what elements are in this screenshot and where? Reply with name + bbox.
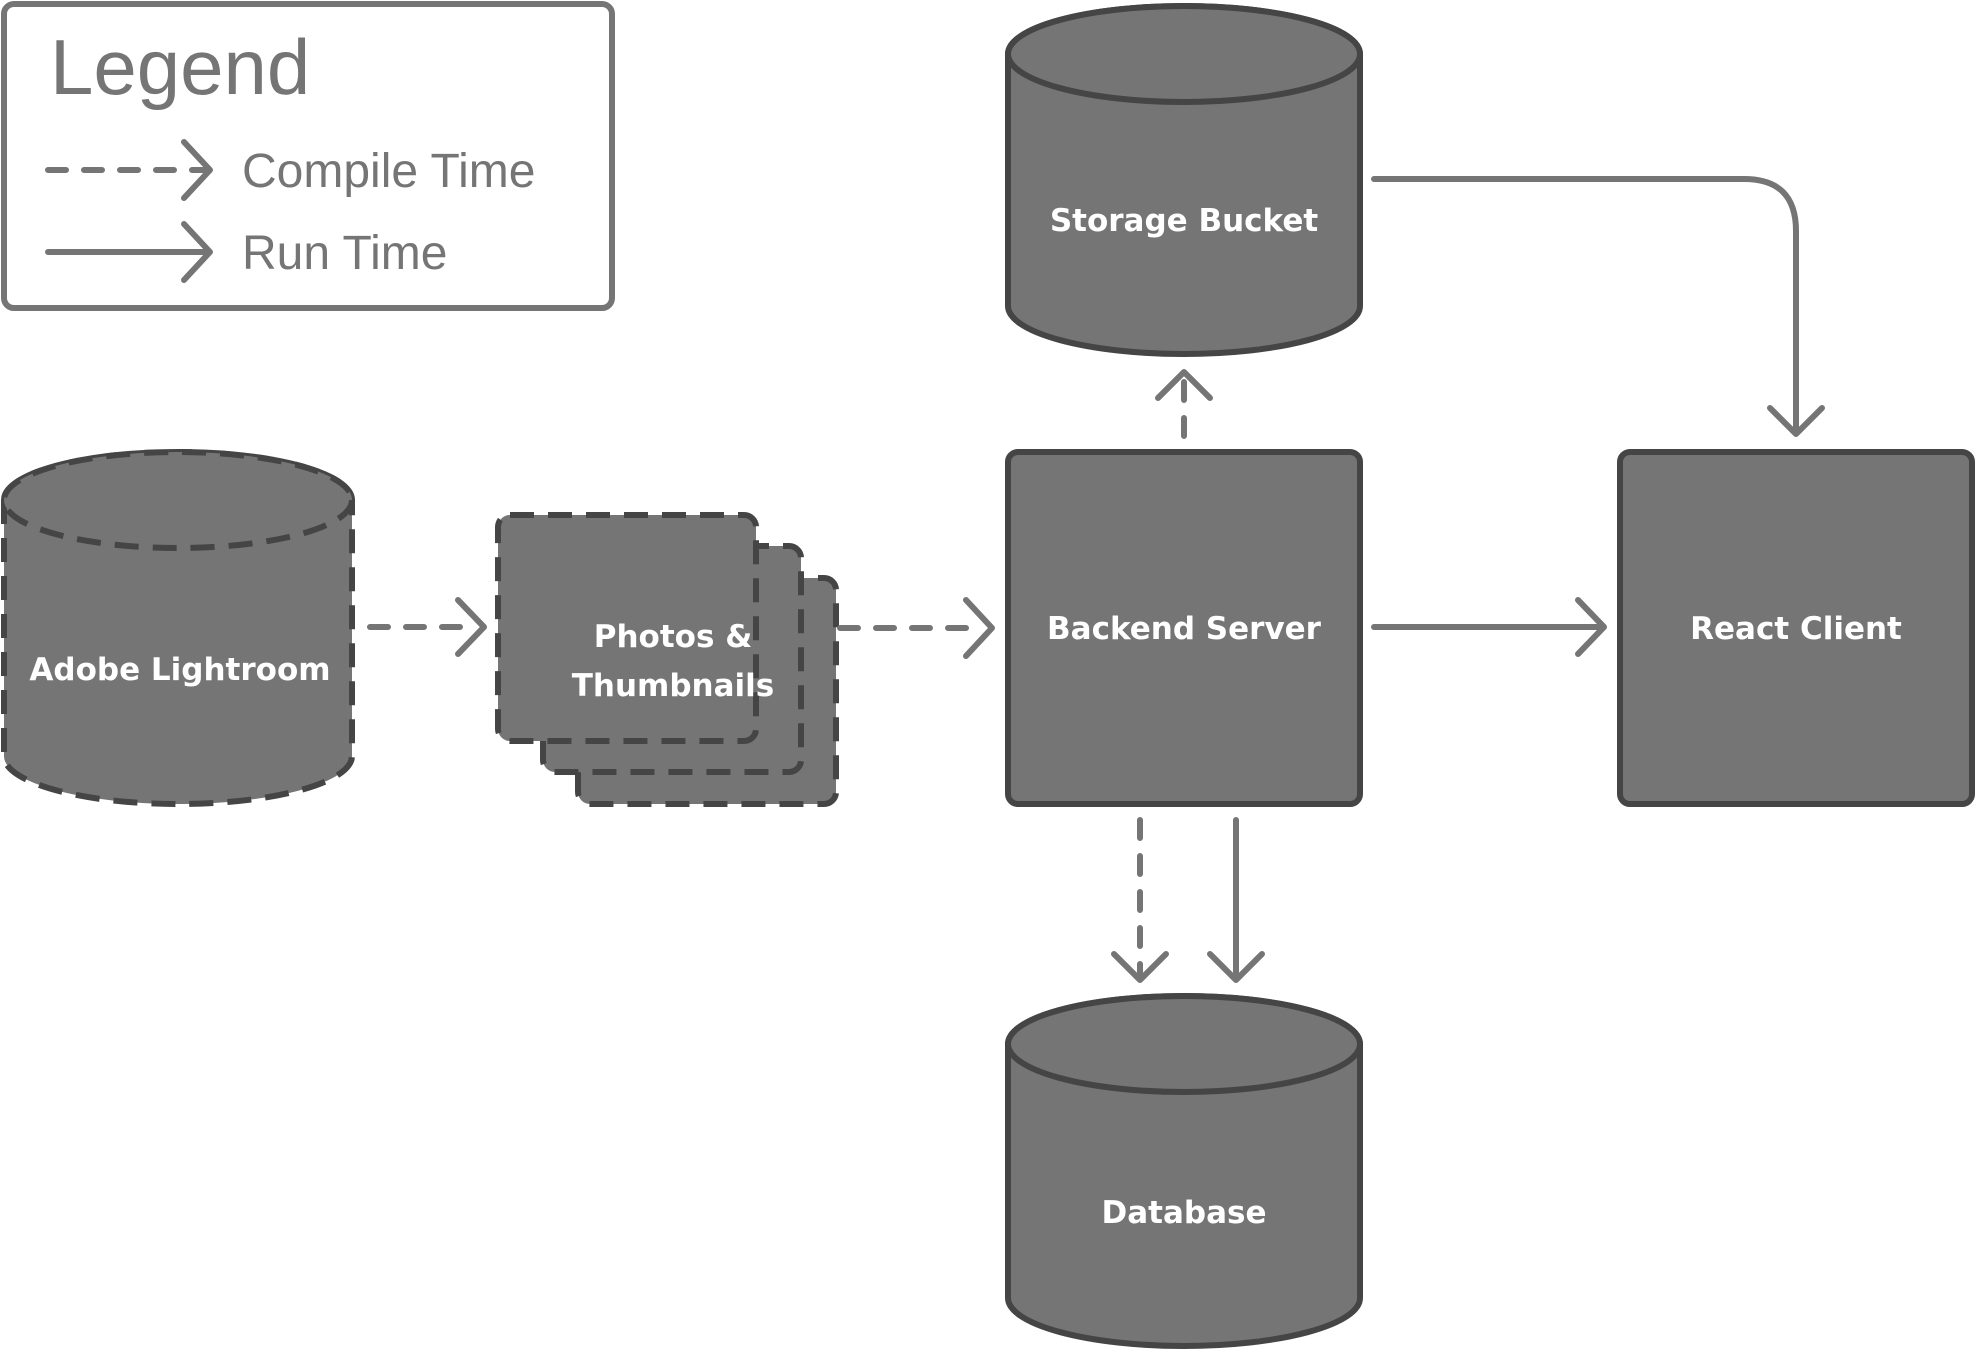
arrowhead-icon [181,139,213,201]
legend-title: Legend [50,23,310,111]
arrowhead-icon [1207,951,1265,983]
arrowhead-icon [455,597,487,657]
node-react-client: React Client [1617,449,1975,807]
client-box [1617,449,1975,807]
arrowhead-icon [1111,951,1169,983]
node-storage-bucket: Storage Bucket [1005,3,1363,357]
arrowhead-icon [1767,405,1825,437]
edge-backend-to-database-compile [1111,817,1169,983]
legend-run-time: Run Time [45,221,447,283]
cylinder-top [1005,993,1363,1095]
cylinder-top [1005,3,1363,105]
legend-box [1,1,615,311]
arrowhead-icon [963,597,995,659]
document-stack-front [495,512,759,744]
legend: Legend Compile Time Run Time [1,1,615,311]
arrowhead-icon [181,221,213,283]
legend-run-time-label: Run Time [242,227,447,280]
edge-photos-to-backend [837,597,995,659]
node-database: Database [1005,993,1363,1349]
legend-compile-time-label: Compile Time [242,145,535,198]
node-backend-server: Backend Server [1005,449,1363,807]
node-photos-thumbnails: Photos & Thumbnails [495,512,839,807]
react-client-label: React Client [1690,611,1902,647]
arrowhead-icon [1575,597,1607,657]
edge-lightroom-to-photos [367,597,487,657]
edge-storage-to-client [1371,176,1825,437]
database-label: Database [1102,1195,1267,1231]
arrowhead-icon [1155,369,1213,401]
node-adobe-lightroom: Adobe Lightroom [1,449,355,807]
photos-thumbnails-label-line2: Thumbnails [572,668,774,704]
cylinder-top [1,449,355,551]
backend-server-label: Backend Server [1047,611,1322,647]
solid-edge [1371,176,1799,433]
adobe-lightroom-label: Adobe Lightroom [29,652,330,688]
photos-thumbnails-label-line1: Photos & [594,619,752,655]
legend-compile-time: Compile Time [45,139,535,201]
storage-bucket-label: Storage Bucket [1050,203,1319,239]
server-box [1005,449,1363,807]
edge-backend-to-database-run [1207,817,1265,983]
edge-backend-to-storage [1155,369,1213,439]
edge-backend-to-client [1371,597,1607,657]
